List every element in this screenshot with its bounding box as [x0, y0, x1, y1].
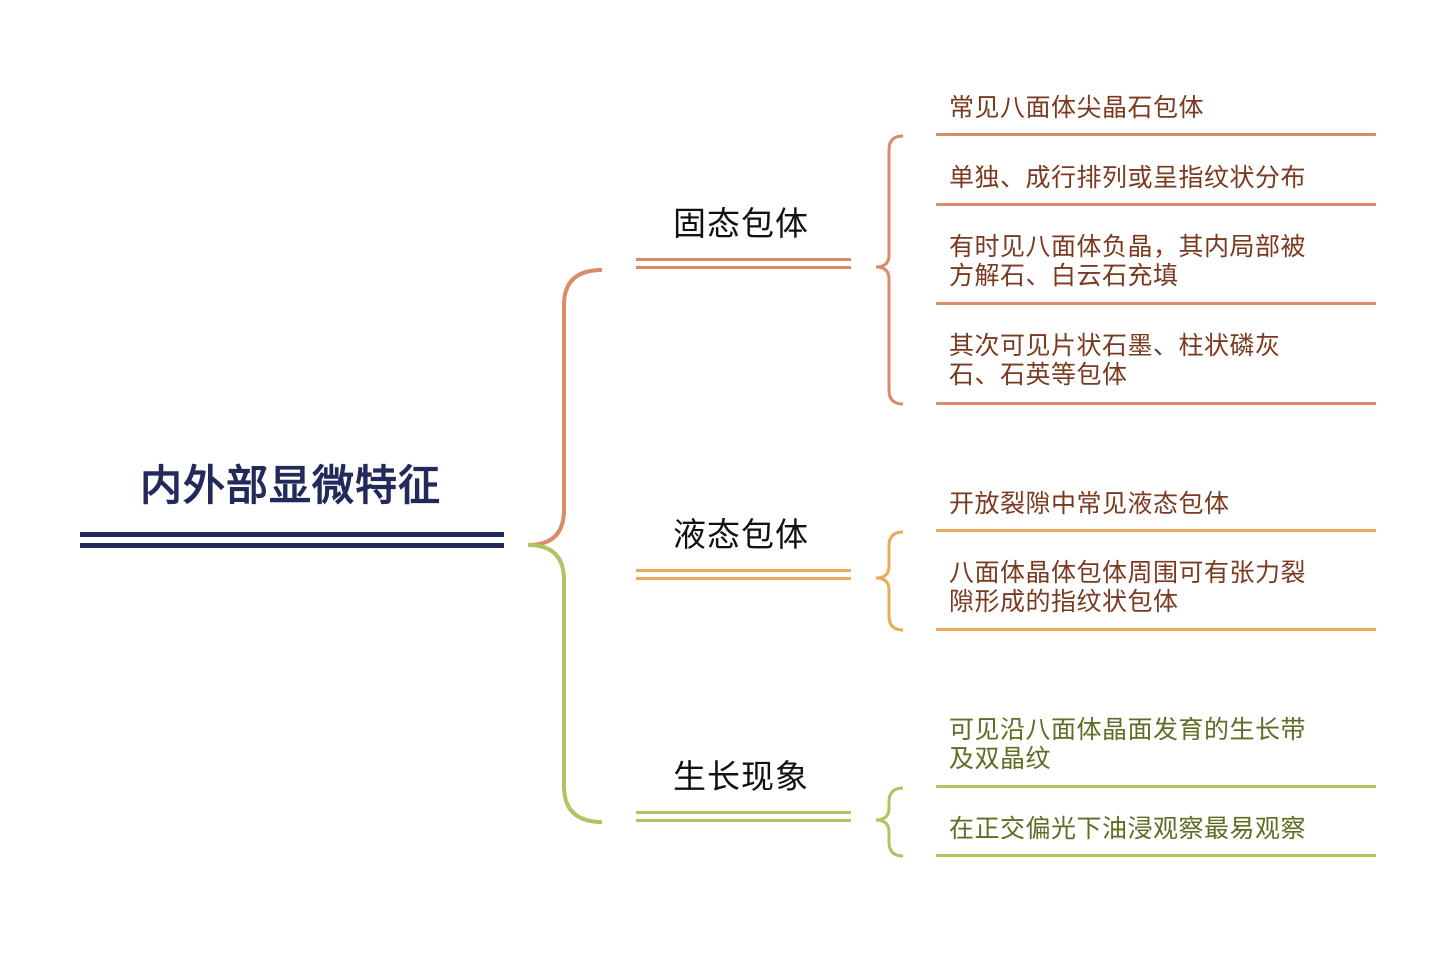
leaf-solid-3: 有时见八面体负晶，其内局部被 方解石、白云石充填: [949, 232, 1306, 290]
brace-growth: [875, 786, 904, 858]
leaf-solid-4: 其次可见片状石墨、柱状磷灰 石、石英等包体: [949, 331, 1281, 389]
leaf-growth-1: 可见沿八面体晶面发育的生长带 及双晶纹: [949, 715, 1306, 773]
leaf-line: 常见八面体尖晶石包体: [949, 93, 1205, 122]
branch-underline-solid-a: [636, 258, 851, 261]
brace-solid: [875, 134, 904, 406]
branch-underline-growth-b: [636, 819, 851, 822]
leaf-solid-1: 常见八面体尖晶石包体: [949, 93, 1204, 122]
leaf-line: 方解石、白云石充填: [949, 261, 1179, 290]
branch-underline-solid-b: [636, 266, 851, 269]
main-bracket-upper: [527, 268, 603, 547]
leaf-line: 开放裂隙中常见液态包体: [949, 489, 1230, 518]
leaf-line: 有时见八面体负晶，其内局部被: [949, 232, 1307, 261]
branch-title-solid-inclusions: 固态包体: [673, 204, 809, 243]
leaf-growth-2: 在正交偏光下油浸观察最易观察: [949, 814, 1306, 843]
leaf-liquid-2: 八面体晶体包体周围可有张力裂 隙形成的指纹状包体: [949, 558, 1306, 616]
leaf-line: 在正交偏光下油浸观察最易观察: [949, 814, 1307, 843]
leaf-line: 及双晶纹: [949, 744, 1052, 773]
branch-underline-liquid-a: [636, 569, 851, 572]
leaf-line: 隙形成的指纹状包体: [949, 587, 1179, 616]
branch-underline-liquid-b: [636, 577, 851, 580]
leaf-underline-liquid-1: [936, 529, 1376, 532]
main-bracket-lower: [527, 543, 603, 824]
leaf-line: 可见沿八面体晶面发育的生长带: [949, 715, 1307, 744]
leaf-line: 石、石英等包体: [949, 360, 1128, 389]
leaf-line: 单独、成行排列或呈指纹状分布: [949, 163, 1307, 192]
leaf-solid-2: 单独、成行排列或呈指纹状分布: [949, 163, 1306, 192]
leaf-underline-solid-1: [936, 133, 1376, 136]
leaf-underline-solid-3: [936, 302, 1376, 305]
leaf-liquid-1: 开放裂隙中常见液态包体: [949, 489, 1230, 518]
brace-liquid: [875, 530, 904, 632]
leaf-line: 八面体晶体包体周围可有张力裂: [949, 558, 1307, 587]
leaf-underline-solid-4: [936, 402, 1376, 405]
root-underline-top: [80, 532, 504, 537]
leaf-underline-liquid-2: [936, 628, 1376, 631]
branch-title-growth-features: 生长现象: [673, 757, 809, 796]
leaf-line: 其次可见片状石墨、柱状磷灰: [949, 331, 1281, 360]
root-title: 内外部显微特征: [140, 461, 442, 510]
leaf-underline-solid-2: [936, 203, 1376, 206]
branch-underline-growth-a: [636, 811, 851, 814]
root-underline-bottom: [80, 543, 504, 548]
leaf-underline-growth-1: [936, 785, 1376, 788]
leaf-underline-growth-2: [936, 854, 1376, 857]
branch-title-liquid-inclusions: 液态包体: [673, 515, 809, 554]
